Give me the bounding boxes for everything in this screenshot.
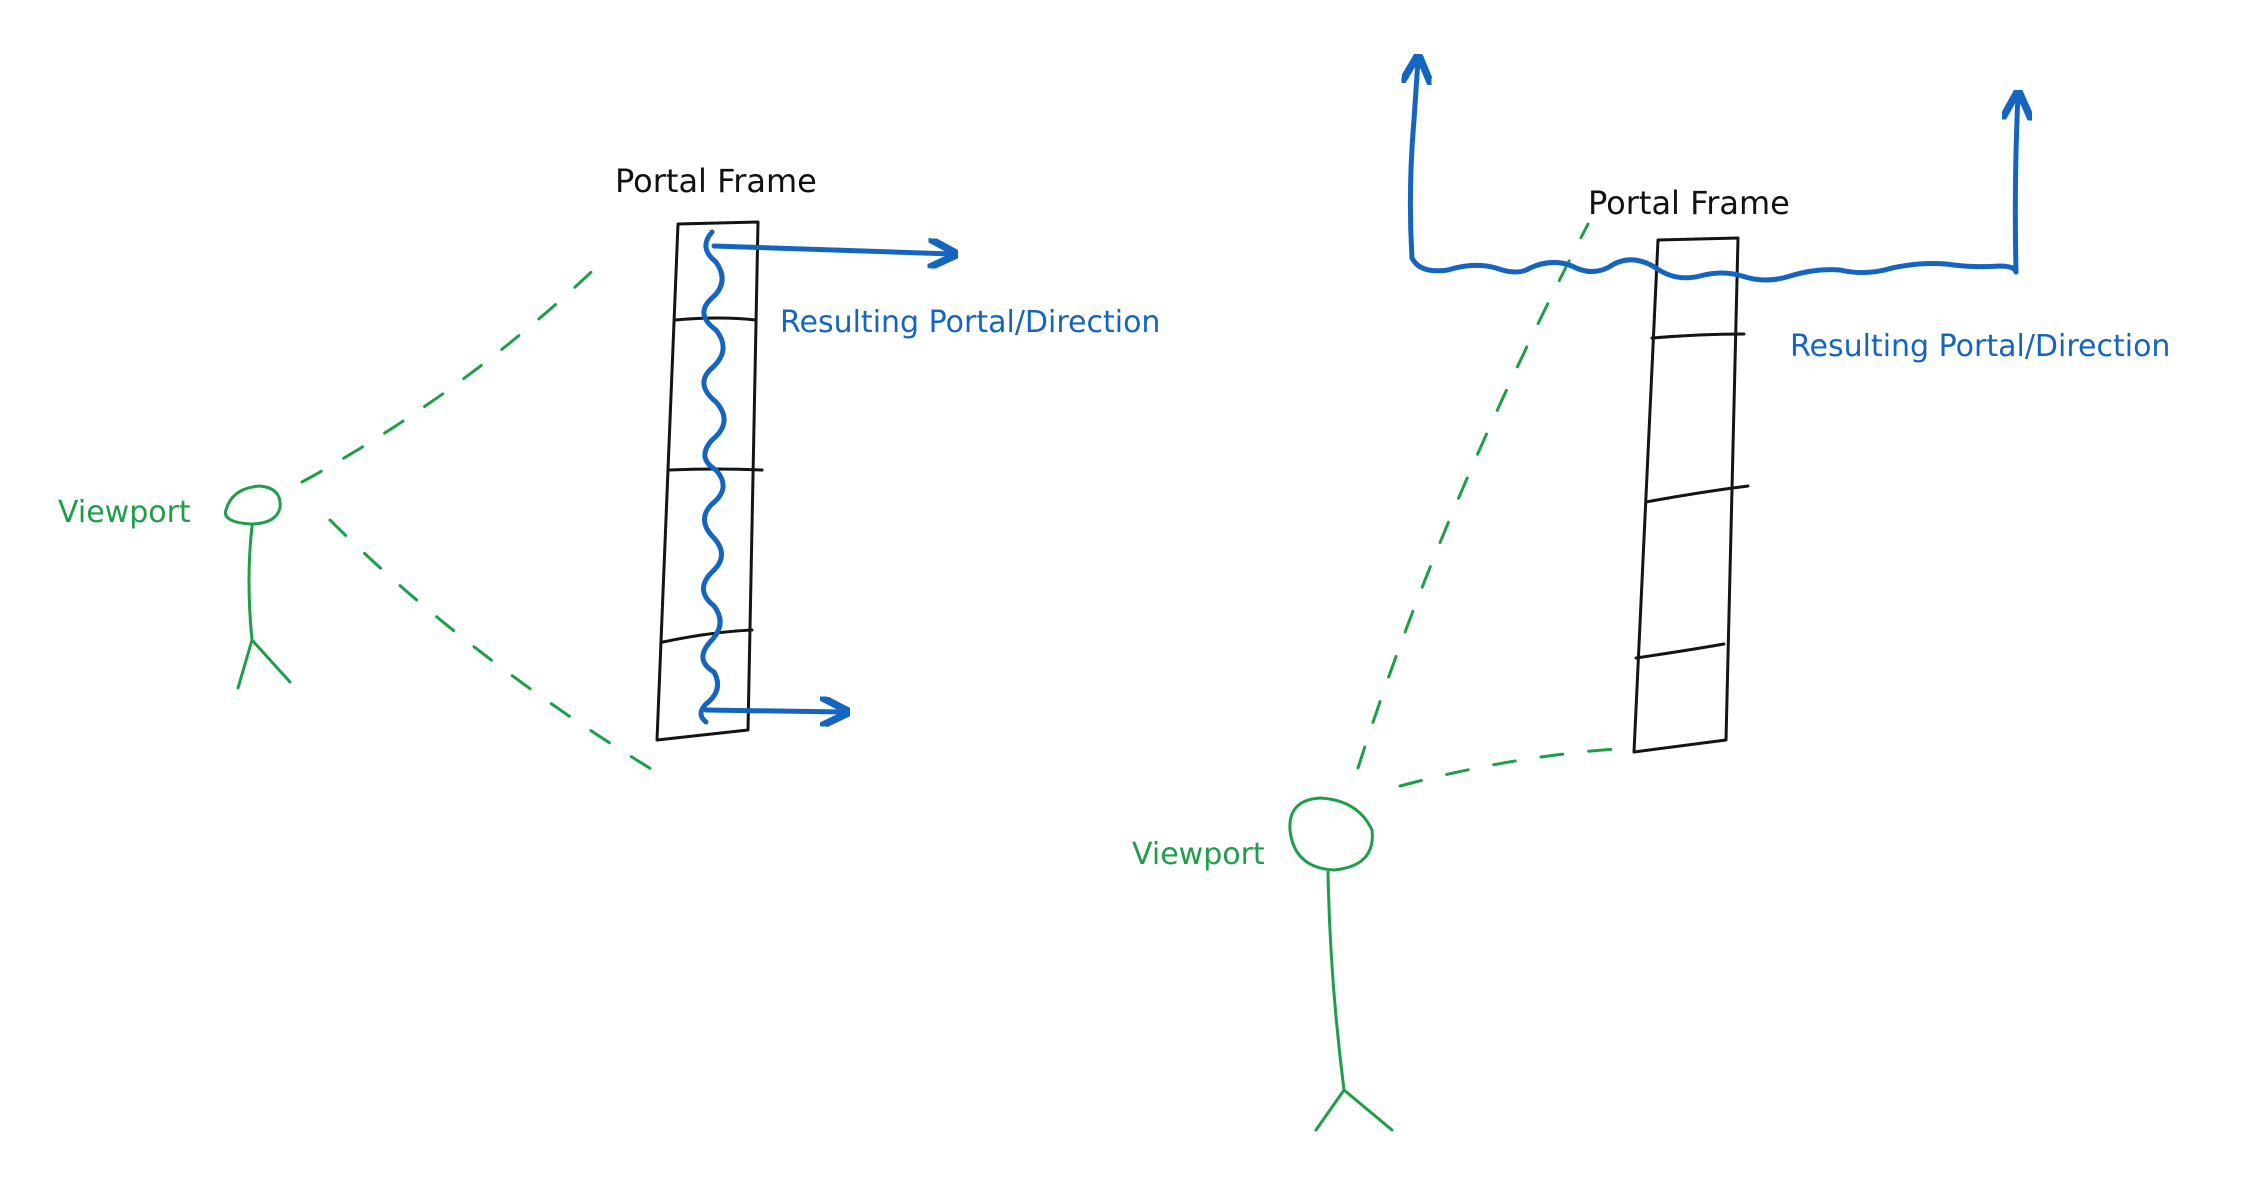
right-viewport-head — [1288, 796, 1374, 872]
left-viewport-label: Viewport — [58, 495, 191, 530]
right-panel: Portal Frame Viewport Resulting Portal/D… — [1132, 60, 2170, 1132]
left-result-label: Resulting Portal/Direction — [780, 305, 1160, 340]
left-viewport-figure — [224, 484, 292, 690]
right-frame-label: Portal Frame — [1588, 184, 1790, 222]
right-resulting-portal — [1410, 60, 2018, 283]
left-panel: Portal Frame Viewport Resulting Portal/D… — [58, 162, 1160, 780]
right-result-label: Resulting Portal/Direction — [1790, 329, 2170, 364]
left-viewport-head — [224, 484, 282, 526]
right-portal-frame — [1632, 236, 1750, 754]
right-view-cone — [1356, 222, 1634, 788]
right-viewport-label: Viewport — [1132, 837, 1265, 872]
left-view-cone — [300, 254, 668, 780]
right-viewport-figure — [1288, 796, 1394, 1132]
left-resulting-portal — [698, 229, 952, 722]
left-frame-label: Portal Frame — [615, 162, 817, 200]
